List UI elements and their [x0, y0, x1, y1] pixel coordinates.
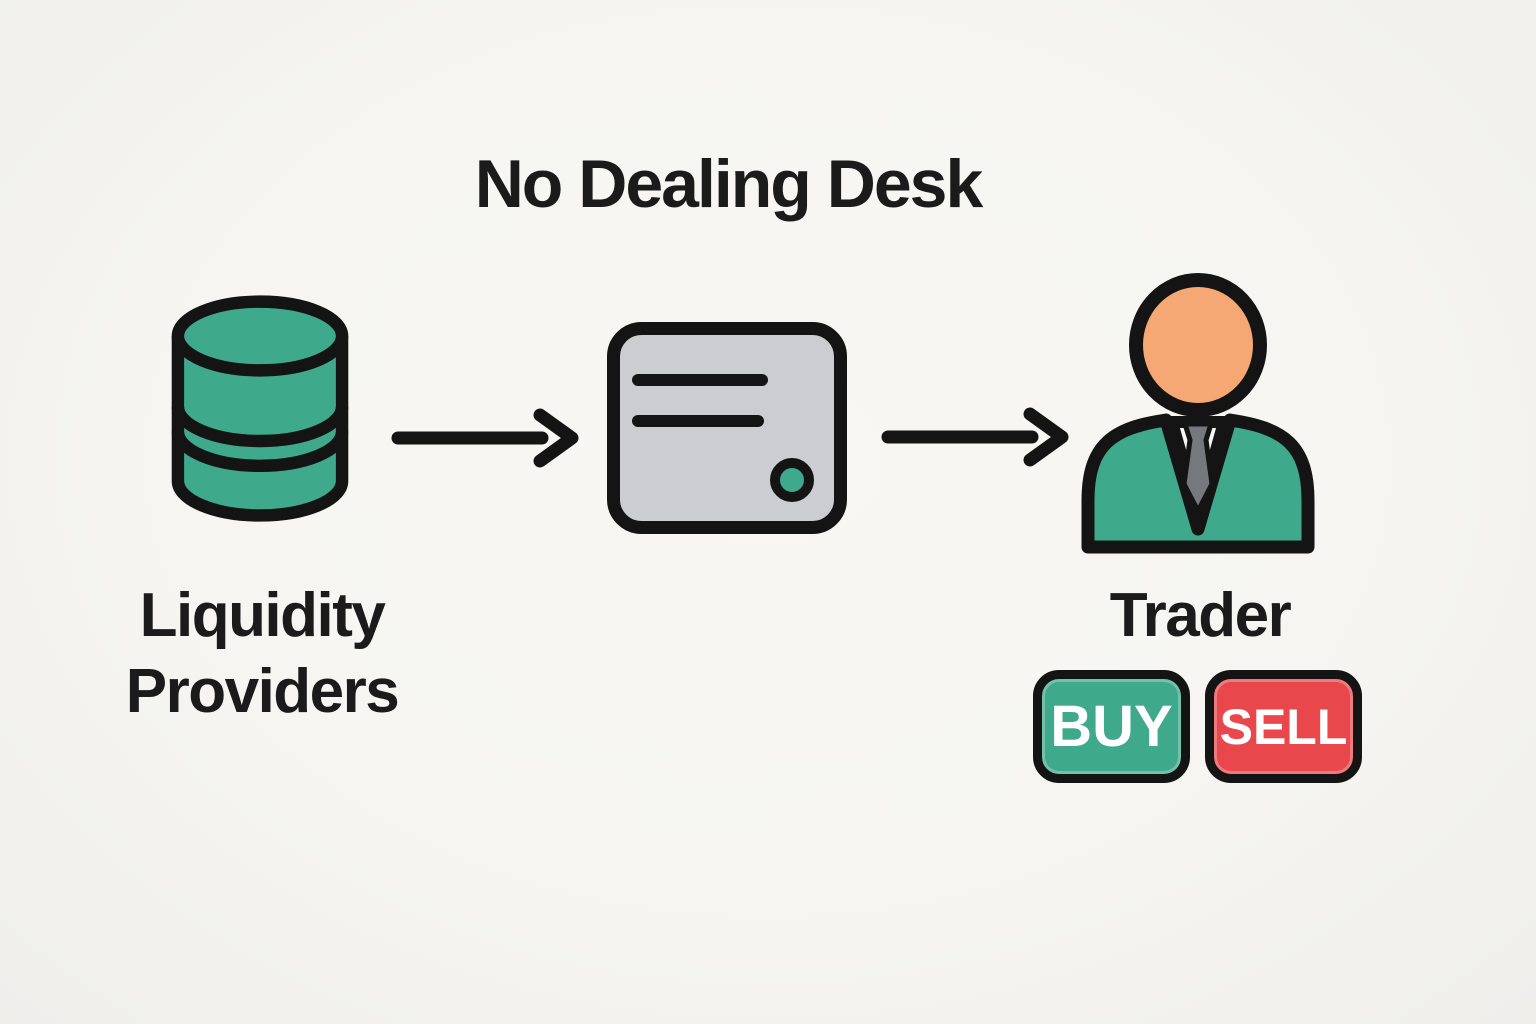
arrow-lp-to-execution	[391, 408, 579, 468]
sell-button[interactable]: SELL	[1205, 670, 1362, 783]
trader-label: Trader	[1109, 581, 1292, 650]
database-icon	[171, 295, 349, 522]
arrow-execution-to-trader	[881, 407, 1069, 467]
trader-icon	[1081, 273, 1315, 554]
order-ticket-icon	[607, 322, 847, 534]
diagram-title: No Dealing Desk	[474, 146, 984, 222]
liquidity-providers-label: Liquidity Providers	[62, 578, 462, 730]
buy-button[interactable]: BUY	[1033, 670, 1190, 783]
liquidity-providers-label-line1: Liquidity	[139, 581, 386, 650]
sell-button-label: SELL	[1219, 698, 1348, 755]
liquidity-providers-label-line2: Providers	[125, 657, 400, 726]
buy-button-label: BUY	[1050, 694, 1173, 759]
